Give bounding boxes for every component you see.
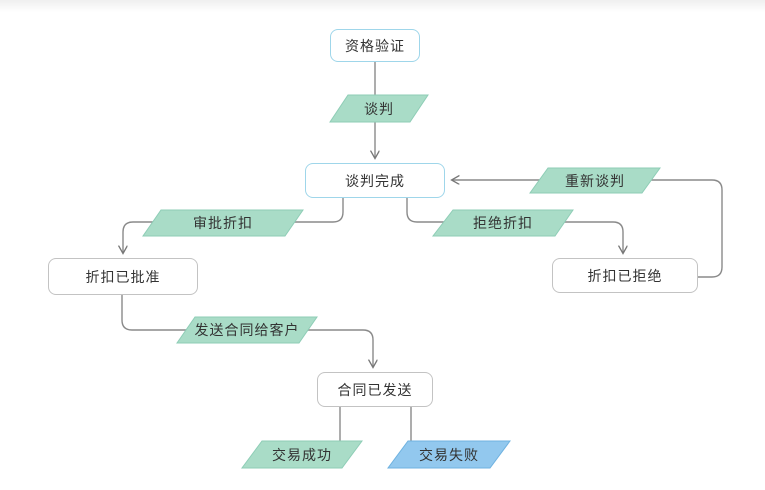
edge-send-contract-shape [176,316,318,344]
top-shadow [0,0,765,12]
edge-renegotiate-connector [452,180,723,278]
node-discount-rejected[interactable]: 折扣已拒绝 [552,258,698,293]
edge-renegotiate-shape [529,167,661,194]
edge-label-send-contract[interactable]: 发送合同给客户 [194,322,300,338]
edge-deal-success-shape [241,440,363,469]
edge-label-deal-failed[interactable]: 交易失败 [419,446,479,463]
edge-label-approve-discount[interactable]: 审批折扣 [193,215,253,231]
node-negotiation-complete[interactable]: 谈判完成 [305,163,445,198]
edge-label-negotiate[interactable]: 谈判 [364,100,394,117]
edge-label-renegotiate[interactable]: 重新谈判 [565,172,625,189]
node-qualification[interactable]: 资格验证 [330,29,420,62]
edge-label-reject-discount[interactable]: 拒绝折扣 [473,215,533,231]
edge-negotiate-shape [329,94,429,123]
edge-label-deal-success[interactable]: 交易成功 [272,446,332,463]
edge-reject-discount-shape [431,209,574,237]
node-discount-approved[interactable]: 折扣已批准 [48,258,198,295]
edge-deal-failed-shape [387,440,511,469]
node-contract-sent[interactable]: 合同已发送 [317,372,433,407]
edge-approve-discount-shape [142,209,304,237]
